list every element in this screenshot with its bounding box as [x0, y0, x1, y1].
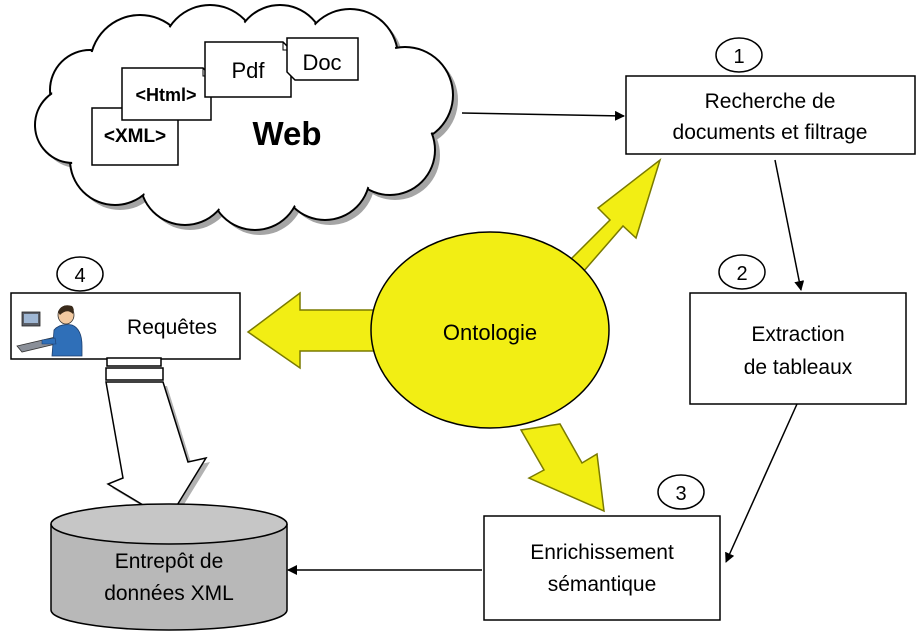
- step-4-number: 4: [74, 265, 85, 287]
- flow-arrows: [287, 110, 805, 575]
- person-at-computer-icon: [16, 305, 83, 357]
- ontology-arrow-to-step1: [561, 157, 662, 282]
- step-3-box: [483, 515, 721, 621]
- step-4-number-badge: [56, 256, 104, 292]
- web-label: Web: [252, 115, 321, 152]
- step-2-line-1: Extraction: [751, 323, 844, 346]
- step-1-number-badge: [715, 37, 763, 73]
- step-2-line-2: de tableaux: [744, 356, 853, 379]
- arrow-step2-to-step3: [725, 403, 798, 563]
- warehouse-line-2: données XML: [104, 582, 234, 605]
- xml-data-warehouse: Entrepôt de données XML: [50, 503, 288, 631]
- arrow-step1-to-step2: [774, 159, 805, 291]
- step-1-number: 1: [733, 46, 744, 68]
- pdf-document-label: Pdf: [231, 58, 265, 83]
- step-4-box: [10, 292, 241, 360]
- step-4: 4 Requêtes: [10, 256, 241, 360]
- ontology-label: Ontologie: [443, 320, 537, 345]
- ontology-arrow-to-step3: [519, 423, 605, 513]
- doc-document-label: Doc: [302, 50, 341, 75]
- step-2: 2 Extraction de tableaux: [689, 254, 907, 405]
- ontology-arrow-to-requetes: [246, 291, 375, 370]
- xml-document-label: <XML>: [104, 126, 166, 147]
- step-3-number: 3: [675, 483, 686, 505]
- step-3-line-1: Enrichissement: [530, 541, 674, 564]
- step-1: 1 Recherche de documents et filtrage: [625, 37, 916, 155]
- step-1-line-2: documents et filtrage: [673, 121, 868, 144]
- step-2-box: [689, 292, 907, 405]
- warehouse-line-1: Entrepôt de: [115, 550, 224, 573]
- ontology-node: Ontologie: [370, 231, 610, 429]
- ontology-arrows: [246, 157, 662, 513]
- step-2-number-badge: [718, 254, 766, 290]
- step-1-line-1: Recherche de: [705, 90, 836, 113]
- doc-document-icon: Doc: [286, 37, 359, 81]
- requetes-label: Requêtes: [127, 316, 217, 339]
- step-1-box: [625, 75, 916, 155]
- pdf-document-icon: Pdf: [204, 41, 292, 98]
- step-3-number-badge: [657, 474, 705, 510]
- step-2-number: 2: [736, 263, 747, 285]
- html-document-label: <Html>: [135, 85, 196, 105]
- step-3-line-2: sémantique: [548, 573, 657, 596]
- step-3: 3 Enrichissement sémantique: [483, 474, 721, 621]
- html-document-icon: <Html>: [121, 67, 212, 121]
- arrow-web-to-step1: [461, 110, 625, 121]
- query-to-warehouse-arrow: [105, 357, 210, 524]
